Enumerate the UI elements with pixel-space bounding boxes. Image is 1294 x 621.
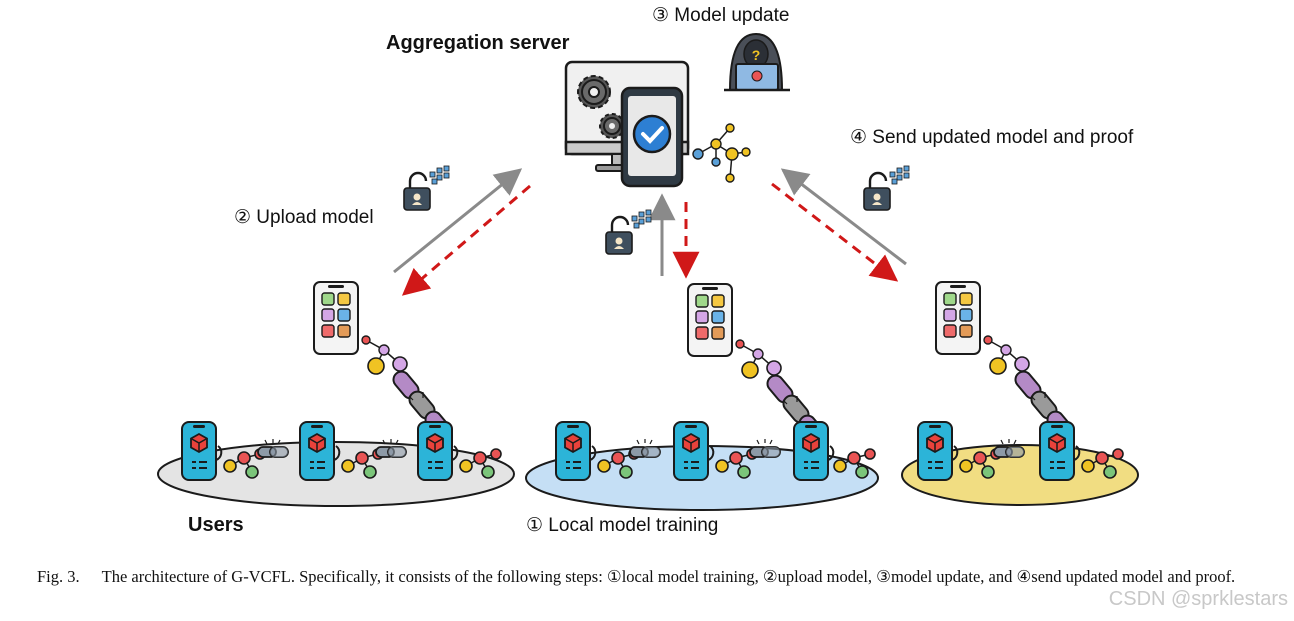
user-phone-icon — [181, 421, 223, 481]
chain-link-icon — [257, 438, 289, 458]
user-group-ellipse-right — [901, 444, 1139, 506]
chain-link-icon — [993, 438, 1025, 458]
upload-model-label: ② Upload model — [234, 207, 374, 228]
user-phone-icon — [555, 421, 597, 481]
user-phone-icon — [299, 421, 341, 481]
user-phone-icon — [917, 421, 959, 481]
chain-link-icon — [749, 438, 781, 458]
aggregation-server-icon — [564, 60, 690, 188]
user-phone-icon — [673, 421, 715, 481]
send-updated-model-label: ④ Send updated model and proof — [850, 127, 1134, 148]
client-phone-icon-right — [935, 281, 981, 355]
lock-data-icon-right — [862, 164, 911, 212]
lock-data-icon-left — [402, 164, 451, 212]
upload-arrow-right — [780, 168, 907, 266]
user-phone-icon — [793, 421, 835, 481]
client-phone-icon-left — [313, 281, 359, 355]
return-arrow-right — [771, 182, 899, 282]
aggregation-server-label: Aggregation server — [386, 32, 570, 54]
user-phone-icon — [1039, 421, 1081, 481]
figure-caption-text: The architecture of G-VCFL. Specifically… — [101, 567, 1236, 586]
figure-caption: Fig. 3. The architecture of G-VCFL. Speci… — [37, 566, 1262, 588]
watermark: CSDN @sprklestars — [1108, 588, 1288, 610]
chain-link-icon — [375, 438, 407, 458]
local-model-training-label: ① Local model training — [526, 515, 719, 536]
user-phone-icon — [417, 421, 459, 481]
lock-data-icon-mid — [604, 208, 653, 256]
model-update-label: ③ Model update — [652, 5, 790, 26]
chain-link-icon — [629, 438, 661, 458]
return-arrow-left — [401, 184, 531, 296]
figure-number: Fig. 3. — [37, 567, 80, 586]
svg-text:?: ? — [752, 47, 761, 63]
client-phone-icon-mid — [687, 283, 733, 357]
users-label: Users — [188, 514, 244, 536]
hacker-icon: ? — [724, 32, 790, 92]
server-model-nodes-icon — [692, 123, 751, 183]
upload-arrow-left — [393, 168, 523, 274]
